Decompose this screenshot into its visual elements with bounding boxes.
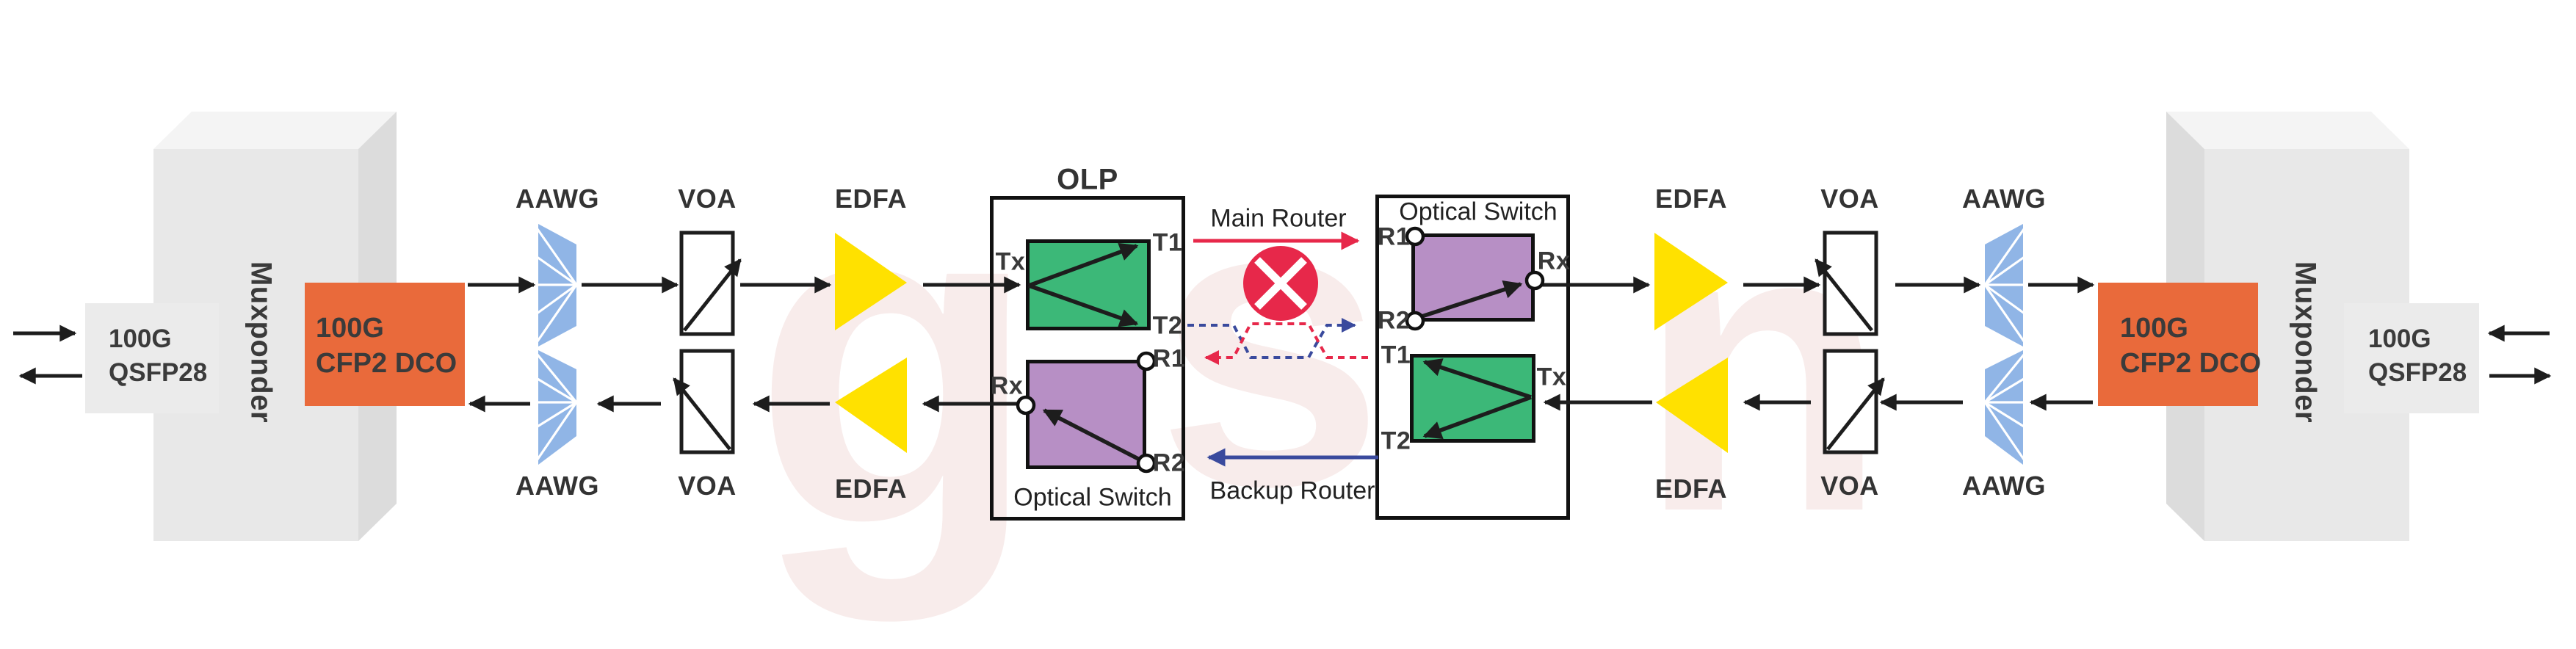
r1-port-label: R1 [1152, 344, 1186, 373]
muxponder-label-right: Muxponder [2289, 261, 2322, 424]
r2-port-label: R2 [1152, 449, 1186, 477]
t2-port-label: T2 [1381, 427, 1411, 455]
aawg-demux-right-top [1983, 222, 2029, 348]
aawg-mux-right-bottom [1983, 349, 2029, 466]
r1-port-label: R1 [1377, 222, 1411, 251]
module-label-line: CFP2 DCO [2120, 348, 2262, 379]
tx-port-label: Tx [1536, 363, 1567, 391]
voa-label-bottom-left: VOA [678, 471, 737, 501]
aawg-label-bottom-left: AAWG [515, 471, 599, 501]
voa-label-bottom-right: VOA [1820, 471, 1879, 501]
edfa-label-bottom-left: EDFA [834, 474, 908, 504]
edfa-label-top-right: EDFA [1654, 184, 1728, 214]
aawg-mux-left-top [532, 222, 578, 348]
tx-switch-right [1410, 354, 1535, 443]
backup-router-label: Backup Router [1209, 476, 1375, 505]
olp-tx-switch-left [1026, 239, 1151, 330]
olp-unit-box [990, 196, 1185, 521]
voa-label-top-right: VOA [1820, 184, 1879, 214]
module-label-line: QSFP28 [2368, 358, 2467, 387]
muxponder-top-face [2166, 112, 2409, 149]
olp-title: OLP [1057, 163, 1118, 196]
cfp2-dco-module-left: 100G CFP2 DCO [305, 283, 465, 406]
rx-switch-right [1411, 233, 1535, 322]
t1-port-label: T1 [1152, 228, 1183, 257]
edfa-label-top-left: EDFA [834, 184, 908, 214]
module-label-line: 100G [2120, 313, 2188, 344]
module-label-line: 100G [109, 324, 172, 353]
module-label-line: QSFP28 [109, 358, 208, 387]
main-router-label: Main Router [1210, 204, 1347, 233]
r2-port-label: R2 [1377, 306, 1411, 335]
t1-port-label: T1 [1381, 341, 1411, 369]
voa-left-bottom [673, 349, 735, 454]
aawg-label-top-left: AAWG [515, 184, 599, 214]
rx-port-label: Rx [1537, 247, 1571, 275]
aawg-label-top-right: AAWG [1962, 184, 2046, 214]
tx-port-label: Tx [995, 247, 1026, 276]
cfp2-dco-module-right: 100G CFP2 DCO [2098, 283, 2262, 406]
aawg-demux-left-bottom [532, 349, 578, 466]
voa-label-top-left: VOA [678, 184, 737, 214]
optical-switch-title-right: Optical Switch [1399, 197, 1557, 226]
muxponder-label-left: Muxponder [245, 261, 278, 424]
module-label-line: 100G [2368, 324, 2431, 353]
qsfp28-module-left: 100G QSFP28 [85, 303, 219, 413]
qsfp28-module-right: 100G QSFP28 [2344, 303, 2479, 413]
olp-rx-switch-left [1026, 360, 1146, 469]
t2-port-label: T2 [1152, 311, 1183, 340]
watermark-letter: n [1636, 137, 1889, 597]
optical-switch-unit-box [1375, 195, 1570, 520]
muxponder-top-face [153, 112, 397, 149]
voa-left-top [679, 231, 742, 336]
module-label-line: 100G [316, 313, 384, 344]
rx-port-label: Rx [990, 371, 1024, 400]
module-label-line: CFP2 DCO [316, 348, 457, 379]
edfa-label-bottom-right: EDFA [1654, 474, 1728, 504]
optical-switch-title-left: Optical Switch [1013, 483, 1172, 512]
aawg-label-bottom-right: AAWG [1962, 471, 2046, 501]
